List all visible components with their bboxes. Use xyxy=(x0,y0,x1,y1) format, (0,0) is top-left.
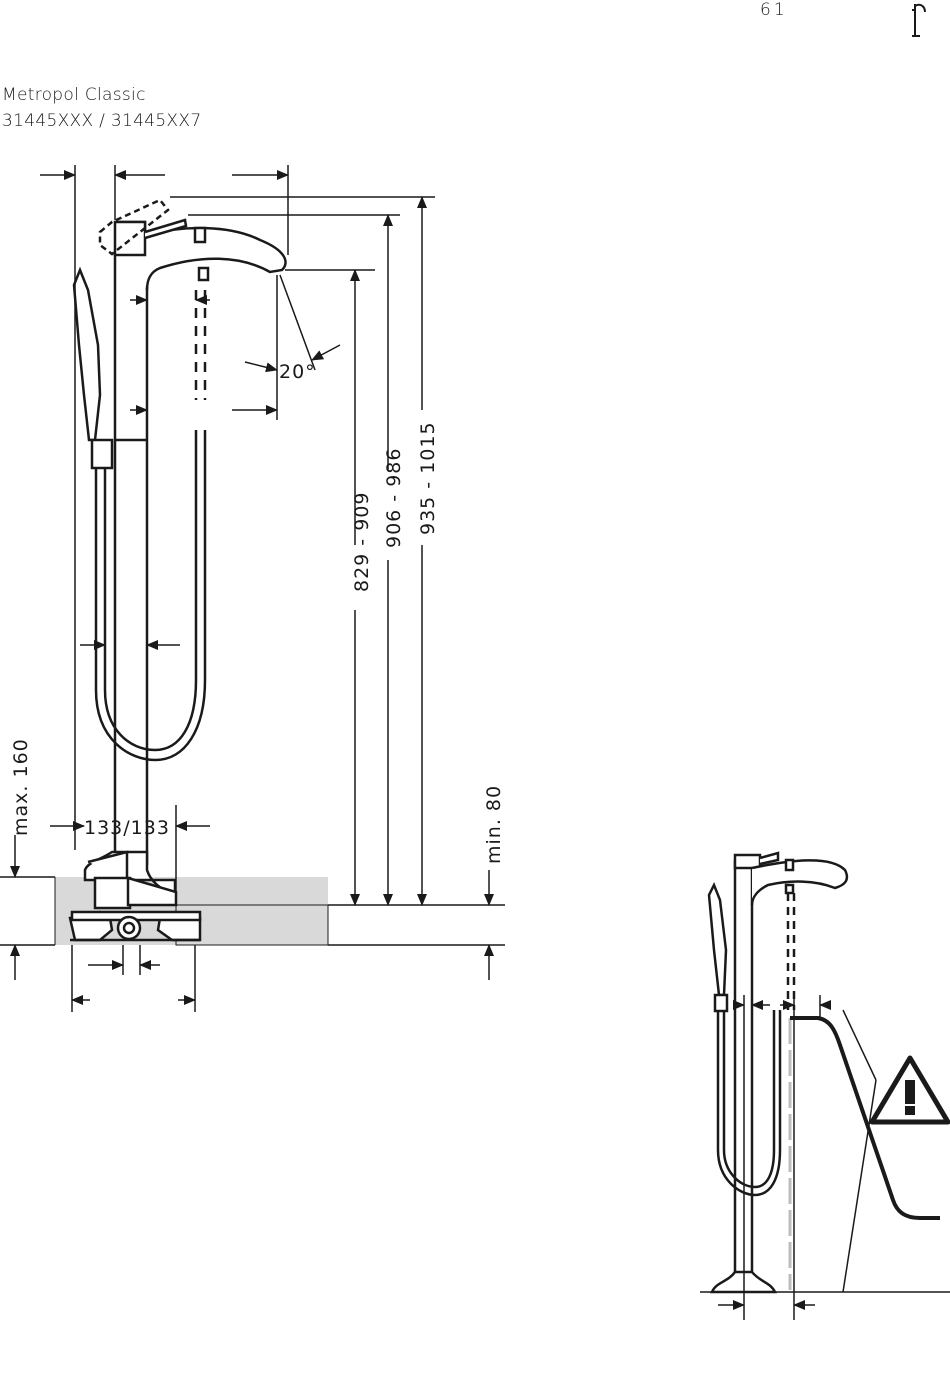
dim-height-spout: 829 - 909 xyxy=(351,492,373,592)
dim-base-width: 133/133 xyxy=(84,817,170,839)
dim-min-distance: min. 80 xyxy=(483,785,505,864)
warning-icon xyxy=(872,1058,948,1122)
dim-max-depth: max. 160 xyxy=(10,738,32,836)
installation-side-view xyxy=(709,853,847,1292)
dim-height-total: 935 - 1015 xyxy=(417,421,439,535)
dim-spout-angle: 20° xyxy=(279,361,316,383)
hand-shower xyxy=(74,270,205,760)
faucet-main xyxy=(85,200,286,895)
dim-height-lever: 906 - 986 xyxy=(383,448,405,548)
